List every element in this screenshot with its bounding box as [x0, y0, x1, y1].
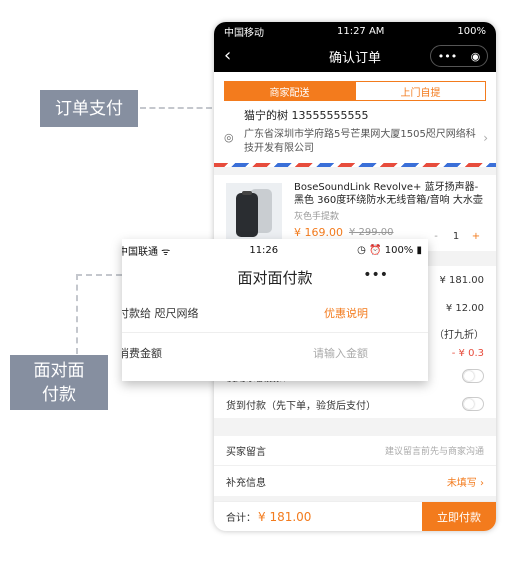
face-pay-callout-line1: 面对面 [33, 360, 85, 381]
page-title: 确认订单 [328, 50, 381, 66]
discount-value: - ¥ 0.3 [451, 347, 484, 359]
summary-value: （打九折） [434, 329, 484, 341]
product-price: ¥ 169.00 [294, 226, 343, 239]
product-image [226, 183, 282, 241]
summary-value: ¥ 181.00 [439, 274, 484, 286]
quantity-stepper: - 1 + [426, 231, 486, 242]
total-label: 合计： [226, 513, 256, 524]
extra-label: 补充信息 [226, 477, 266, 489]
summary-value: ¥ 12.00 [445, 302, 484, 314]
overlay-battery-text: 100% [384, 244, 414, 256]
supplement-status: 未填写 › [446, 477, 484, 489]
delivery-tabs: 商家配送 上门自提 [214, 72, 496, 101]
recipient-name-phone: 猫宁的树 13555555555 [244, 109, 369, 122]
summary-row: ¥ 12.00 [214, 294, 496, 322]
overlay-status-bar: 中国联通 ᯤ 11:26 ◷ ⏰ 100% ▮ [122, 239, 428, 261]
payee-row: 付款给 咫尺网络 优惠说明 [122, 293, 428, 333]
toggle-label: 货到付款（先下单，验货后支付） [226, 400, 376, 412]
tab-merchant-delivery[interactable]: 商家配送 [224, 81, 355, 101]
overlay-carrier-label: 中国联通 ᯤ [122, 243, 170, 258]
overlay-nav-bar: 面对面付款 ••• [122, 261, 428, 293]
balance-toggle[interactable] [462, 369, 484, 383]
buyer-message-input[interactable]: 建议留言前先与商家沟通 [384, 447, 484, 457]
buyer-message-row[interactable]: 买家留言 建议留言前先与商家沟通 [214, 436, 496, 466]
battery-label: 100% [457, 25, 486, 37]
pay-now-button[interactable]: 立即付款 [422, 502, 496, 531]
face-pay-callout: 面对面 付款 [10, 355, 108, 410]
increase-button[interactable]: + [471, 231, 481, 242]
close-target-icon[interactable]: ◉ [470, 49, 481, 63]
status-bar: 中国移动 11:27 AM 100% [214, 22, 496, 40]
address-card[interactable]: ◎ 猫宁的树 13555555555 广东省深圳市学府路5号芒果网大厦1505咫… [214, 101, 496, 163]
payee-label: 付款给 咫尺网络 [122, 306, 199, 320]
face-pay-phone: 中国联通 ᯤ 11:26 ◷ ⏰ 100% ▮ 面对面付款 ••• 付款给 咫尺… [122, 239, 428, 381]
amount-row: 消费金额 请输入金额 [122, 333, 428, 373]
overlay-more-icon[interactable]: ••• [363, 267, 388, 283]
product-item: BoseSoundLink Revolve+ 蓝牙扬声器-黑色 360度环绕防水… [214, 175, 496, 251]
product-spec: 灰色手提款 [294, 212, 340, 222]
overlay-time-label: 11:26 [249, 244, 279, 256]
cod-toggle[interactable] [462, 397, 484, 411]
mail-stripe-divider [214, 163, 496, 167]
product-name: BoseSoundLink Revolve+ 蓝牙扬声器-黑色 360度环绕防水… [294, 182, 483, 206]
mini-program-capsule[interactable]: ••• ◉ [430, 45, 488, 67]
time-label: 11:27 AM [336, 25, 385, 37]
overlay-battery-label: ◷ ⏰ 100% ▮ [357, 244, 422, 256]
summary-row: - ¥ 0.3 [214, 344, 496, 362]
extra-label: 买家留言 [226, 447, 266, 458]
cod-toggle-row: 货到付款（先下单，验货后支付） [214, 390, 496, 418]
total-amount: ¥ 181.00 [258, 509, 312, 524]
face-pay-connector-vertical [76, 274, 78, 354]
carrier-label: 中国移动 [224, 27, 264, 39]
decrease-button[interactable]: - [434, 231, 438, 242]
location-pin-icon: ◎ [224, 131, 234, 144]
nav-bar: ‹ 确认订单 ••• ◉ [214, 40, 496, 72]
supplement-status-text: 未填写 [446, 477, 477, 489]
back-icon[interactable]: ‹ [224, 45, 232, 66]
amount-label: 消费金额 [122, 347, 162, 360]
more-icon[interactable]: ••• [437, 49, 458, 63]
order-pay-connector [140, 107, 212, 109]
overlay-carrier-text: 中国联通 [122, 246, 158, 258]
order-pay-callout: 订单支付 [40, 90, 138, 127]
chevron-right-icon: › [483, 131, 488, 145]
order-confirm-phone: 中国移动 11:27 AM 100% ‹ 确认订单 ••• ◉ 商家配送 上门自… [214, 22, 496, 531]
product-original-price: ¥ 299.00 [348, 227, 394, 238]
quantity-value: 1 [452, 231, 460, 242]
summary-row: ¥ 181.00 [214, 266, 496, 294]
order-pay-callout-text: 订单支付 [55, 98, 123, 119]
face-pay-callout-line2: 付款 [42, 384, 76, 405]
offer-info-link[interactable]: 优惠说明 [324, 306, 368, 320]
face-pay-connector-horizontal [76, 274, 122, 276]
overlay-page-title: 面对面付款 [237, 268, 313, 287]
checkout-bar: 合计： ¥ 181.00 立即付款 [214, 501, 496, 531]
extra-info: 买家留言 建议留言前先与商家沟通 补充信息 未填写 › [214, 436, 496, 496]
summary-row[interactable]: （打九折） [214, 322, 496, 344]
address-detail: 广东省深圳市学府路5号芒果网大厦1505咫尺网络科技开发有限公司 [244, 129, 476, 154]
tab-self-pickup[interactable]: 上门自提 [355, 81, 486, 101]
supplement-info-row[interactable]: 补充信息 未填写 › [214, 466, 496, 496]
amount-input[interactable]: 请输入金额 [313, 347, 368, 360]
